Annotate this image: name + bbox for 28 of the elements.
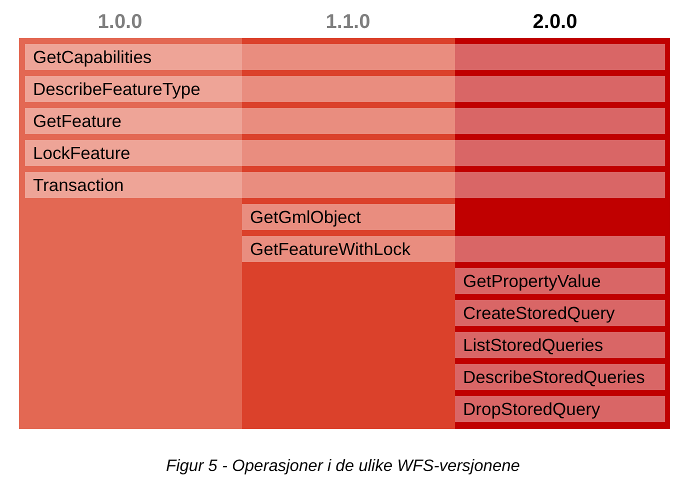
operation-name: GetCapabilities <box>33 46 152 68</box>
operation-name: LockFeature <box>33 142 130 164</box>
operation-name: GetFeatureWithLock <box>250 238 410 260</box>
version-heading: 1.0.0 <box>98 10 142 34</box>
version-heading: 1.1.0 <box>326 10 370 34</box>
operation-bar <box>25 76 665 102</box>
operation-bar <box>25 140 665 166</box>
operation-bar <box>25 108 665 134</box>
operation-name: ListStoredQueries <box>463 334 604 356</box>
figure-caption: Figur 5 - Operasjoner i de ulike WFS-versjonene <box>166 456 520 477</box>
operation-name: DropStoredQuery <box>463 398 600 420</box>
operation-bar <box>242 236 665 262</box>
operation-bar <box>455 332 665 358</box>
operation-bar <box>25 44 665 70</box>
operation-name: DescribeStoredQueries <box>463 366 645 388</box>
operation-name: GetGmlObject <box>250 206 361 228</box>
operation-bar <box>455 268 665 294</box>
operation-bar <box>242 204 455 230</box>
version-heading: 2.0.0 <box>532 10 578 34</box>
operation-bar <box>25 172 665 198</box>
operation-bar <box>455 300 665 326</box>
operation-bar <box>455 396 665 422</box>
operation-name: GetPropertyValue <box>463 270 601 292</box>
operation-bar <box>455 364 665 390</box>
operation-name: Transaction <box>33 174 124 196</box>
operation-name: CreateStoredQuery <box>463 302 615 324</box>
operation-name: DescribeFeatureType <box>33 78 200 100</box>
operation-name: GetFeature <box>33 110 122 132</box>
